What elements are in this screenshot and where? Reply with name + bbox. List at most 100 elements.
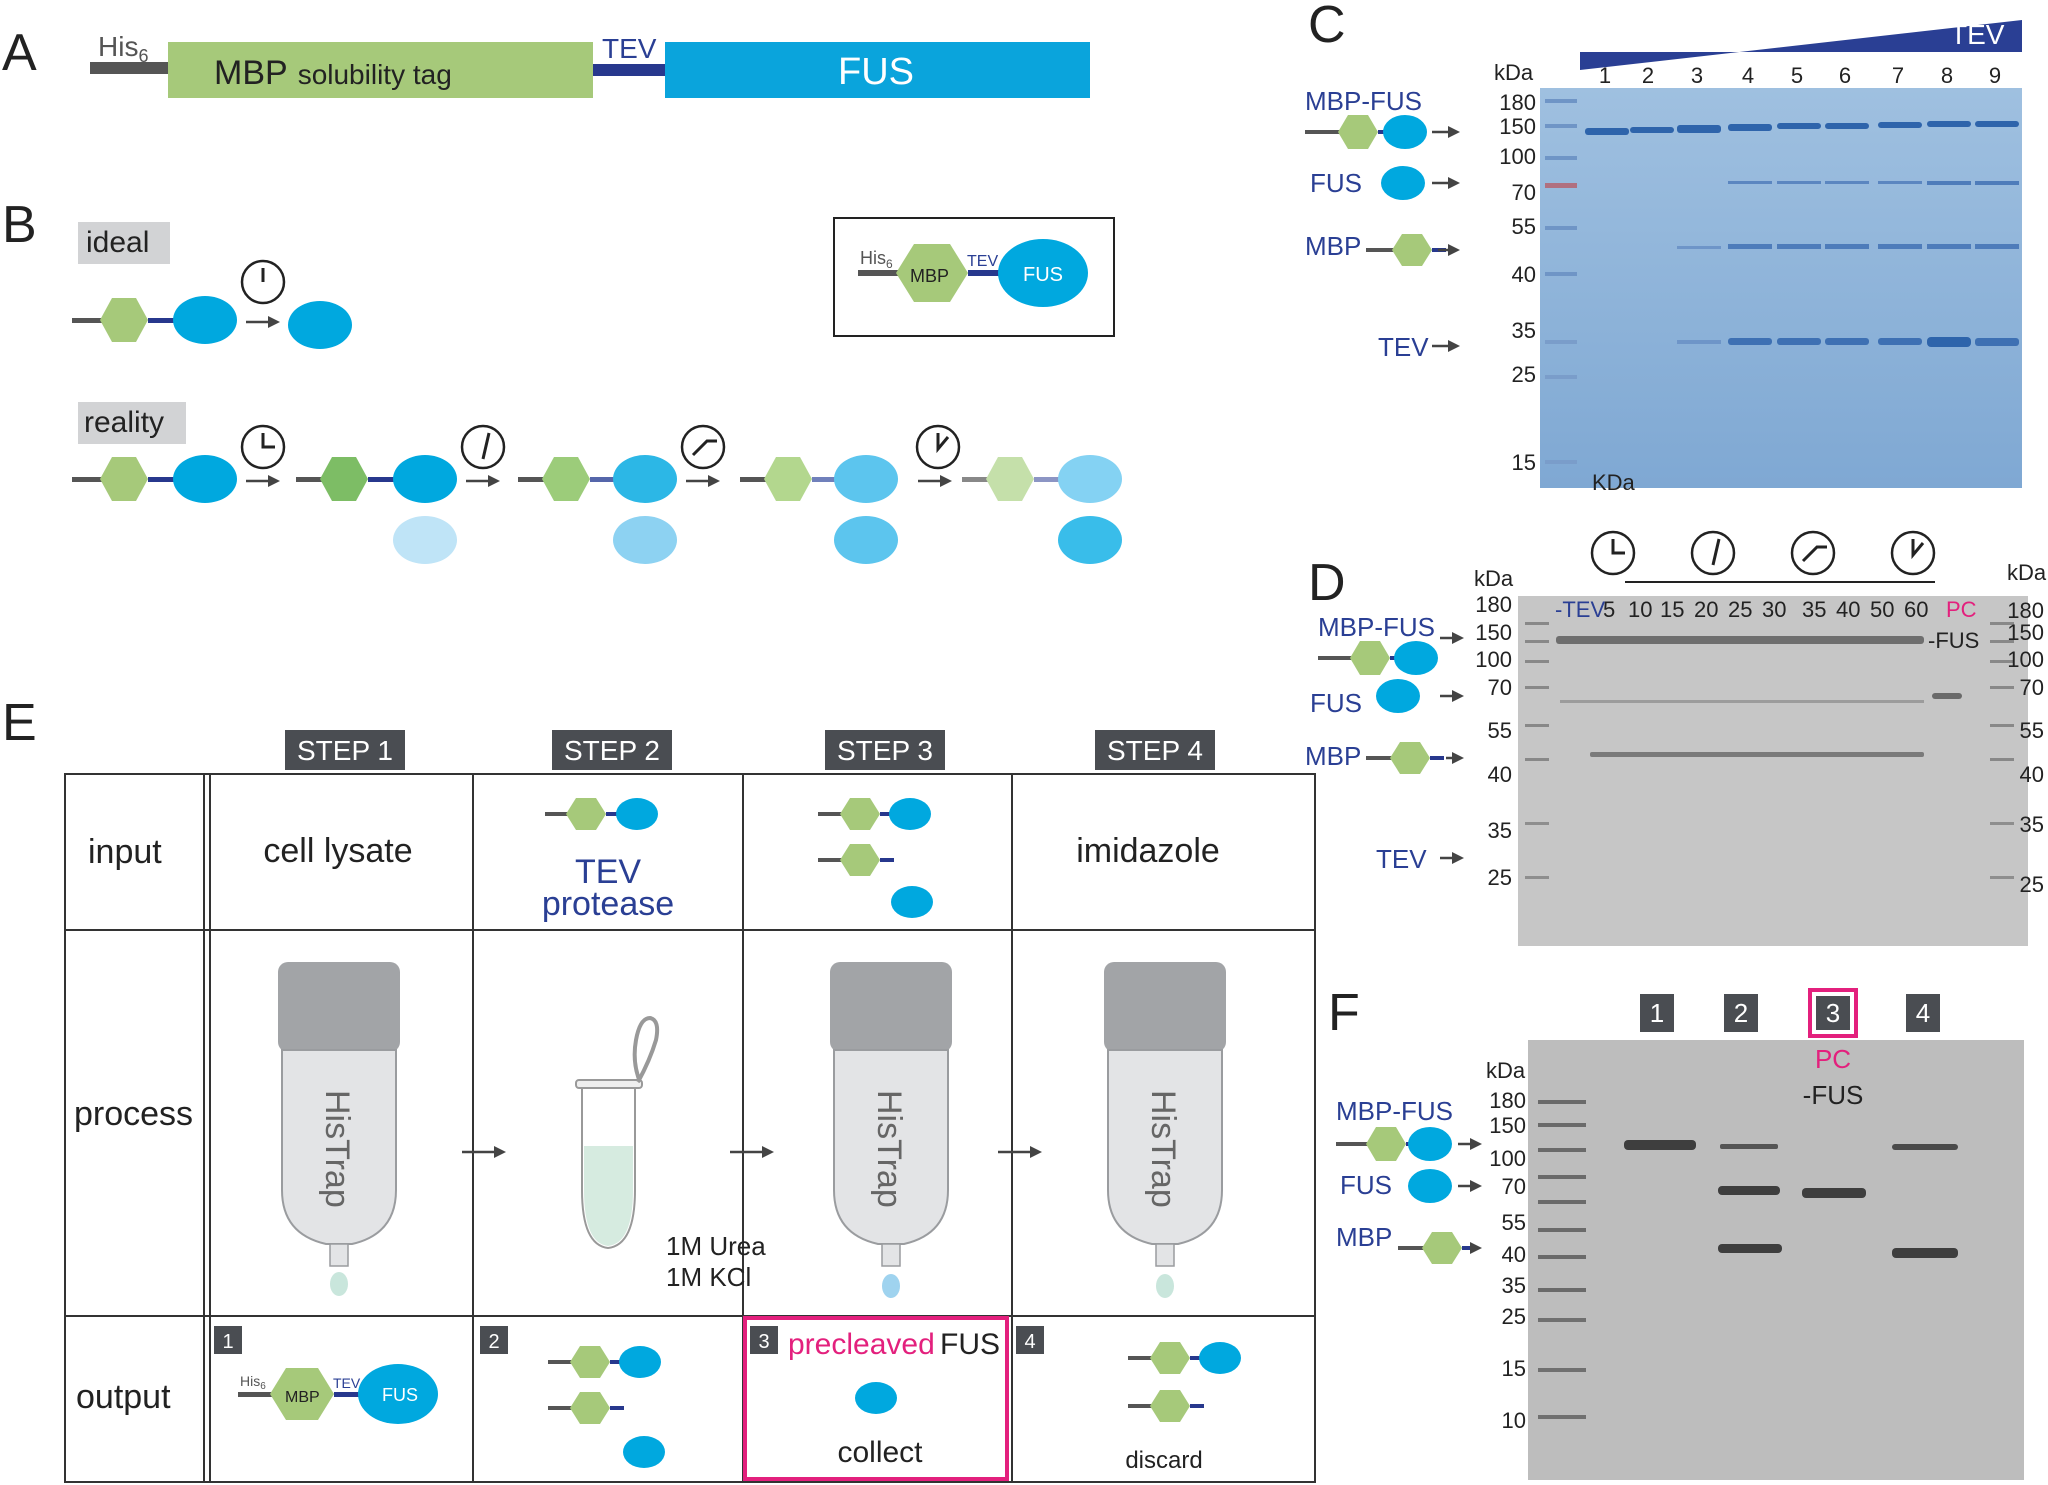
construct-legend-box: His6 MBP TEV FUS — [833, 217, 1115, 337]
gel-bands — [1556, 636, 1962, 757]
lane-label: 20 — [1694, 597, 1718, 622]
pc-sub-label: -FUS — [1803, 1080, 1864, 1110]
tev-arrow-icon — [1432, 340, 1460, 352]
lane-label: 5 — [1603, 597, 1615, 622]
input-imidazole: imidazole — [1076, 832, 1220, 870]
tube-note-kcl: 1M KCl — [666, 1262, 751, 1292]
marker-labels-right: 180 150 100 70 55 40 35 25 — [2007, 598, 2044, 897]
input-step3-cartoon — [818, 798, 933, 918]
fus-cartoon — [1381, 166, 1460, 200]
lane-number: 6 — [1839, 63, 1851, 88]
mbp-label: MBP — [1336, 1222, 1392, 1252]
step-2-label: STEP 2 — [564, 735, 660, 766]
lane-number: 8 — [1941, 63, 1953, 88]
mbp-fus-label: MBP-FUS — [1318, 612, 1435, 642]
svg-text:TEV: TEV — [333, 1375, 361, 1391]
step-4-label: STEP 4 — [1107, 735, 1203, 766]
mbp-fus-cartoon — [1318, 632, 1464, 675]
tev-site-label: TEV — [602, 33, 657, 64]
lane-number: 7 — [1892, 63, 1904, 88]
eppendorf-tube — [575, 1015, 660, 1250]
tev-label: TEV — [1378, 332, 1429, 362]
arrow-icon — [268, 316, 280, 328]
mbp-cartoon — [1398, 1232, 1482, 1264]
panel-letter-e: E — [2, 694, 37, 752]
marker-label: 70 — [2020, 675, 2044, 700]
lane-label: 15 — [1660, 597, 1684, 622]
clock-icon — [680, 424, 726, 470]
marker-label: 40 — [2020, 762, 2044, 787]
lane-numbers: 1 2 3 4 5 6 7 8 9 — [1599, 63, 2001, 88]
svg-text:His6: His6 — [240, 1373, 266, 1392]
marker-label: 35 — [1488, 818, 1512, 843]
gel-bands — [1624, 1140, 1958, 1258]
lane-3-highlight — [1808, 988, 1858, 1038]
input-cell-lysate: cell lysate — [263, 832, 412, 870]
clock-icon — [915, 424, 961, 470]
marker-label: 100 — [1489, 1146, 1526, 1171]
clock-icon — [1790, 530, 1836, 576]
ladder-bands — [1525, 622, 2014, 879]
discard-label: discard — [1125, 1447, 1202, 1474]
marker-label: 35 — [1502, 1273, 1526, 1298]
marker-label: 150 — [1475, 620, 1512, 645]
marker-label: 180 — [1475, 592, 1512, 617]
step-3-label: STEP 3 — [837, 735, 933, 766]
output-badge-1 — [214, 1326, 242, 1354]
marker-label: 70 — [1488, 675, 1512, 700]
mbp-cartoon — [1366, 742, 1464, 774]
arrow-icon — [494, 1146, 506, 1158]
panel-letter-c: C — [1308, 0, 1346, 54]
lane-labels: -TEV 5 10 15 20 25 30 35 40 50 60 — [1555, 597, 1928, 622]
marker-label: 15 — [1512, 450, 1536, 475]
lane-number: 4 — [1742, 63, 1754, 88]
input-mbp-fus-cartoon — [545, 798, 658, 830]
lane-number: 2 — [1734, 998, 1748, 1028]
gel-image — [1528, 1040, 2024, 1480]
mbp-bar — [168, 42, 593, 98]
fus-cartoon — [1376, 679, 1464, 713]
ideal-label: ideal — [86, 226, 149, 259]
marker-label: 180 — [2007, 598, 2044, 623]
ideal-label-box — [78, 222, 170, 264]
output-4-cartoon — [1128, 1342, 1241, 1422]
lane-number: 3 — [1691, 63, 1703, 88]
input-protease: protease — [542, 885, 674, 923]
his-tag-label: His6 — [98, 31, 148, 66]
tev-linker-bar — [593, 64, 665, 76]
kda-bottom-label: KDa — [1592, 470, 1636, 495]
kda-label-right: kDa — [2007, 560, 2047, 585]
marker-label: 40 — [1512, 262, 1536, 287]
step-2-header — [552, 730, 672, 770]
svg-text:MBP: MBP — [910, 266, 949, 286]
tube-note-urea: 1M Urea — [666, 1231, 766, 1261]
tev-arrow-icon — [1440, 852, 1464, 864]
tev-gradient-wedge — [1580, 20, 2022, 70]
arrow-icon — [762, 1146, 774, 1158]
svg-text:His6: His6 — [860, 248, 893, 271]
precleaved-fus-cartoon — [855, 1382, 897, 1414]
mbp-fus-label: MBP-FUS — [1336, 1096, 1453, 1126]
fus-bar — [665, 42, 1090, 98]
marker-label: 180 — [1499, 90, 1536, 115]
histrap-column-step3: HisTrap — [830, 962, 952, 1298]
lane-label: 10 — [1628, 597, 1652, 622]
svg-text:TEV: TEV — [967, 253, 998, 270]
panel-letter-b: B — [2, 196, 37, 254]
marker-label: 25 — [2020, 872, 2044, 897]
workflow-table — [64, 773, 1316, 1483]
mbp-label: MBP — [1305, 231, 1361, 261]
marker-label: 25 — [1512, 362, 1536, 387]
arrow-icon — [1030, 1146, 1042, 1158]
row-label-input: input — [88, 833, 162, 871]
marker-label: 150 — [2007, 620, 2044, 645]
marker-label: 100 — [1499, 144, 1536, 169]
lane-label: 35 — [1802, 597, 1826, 622]
mbp-cartoon — [1366, 234, 1460, 266]
gel-bands — [1585, 121, 2019, 347]
lane-badge-2 — [1724, 994, 1758, 1032]
panel-e-workflow: STEP 1 STEP 2 STEP 3 STEP 4 input proces… — [64, 730, 1316, 1483]
lane-number: 3 — [1826, 998, 1840, 1028]
marker-label: 180 — [1489, 1088, 1526, 1113]
